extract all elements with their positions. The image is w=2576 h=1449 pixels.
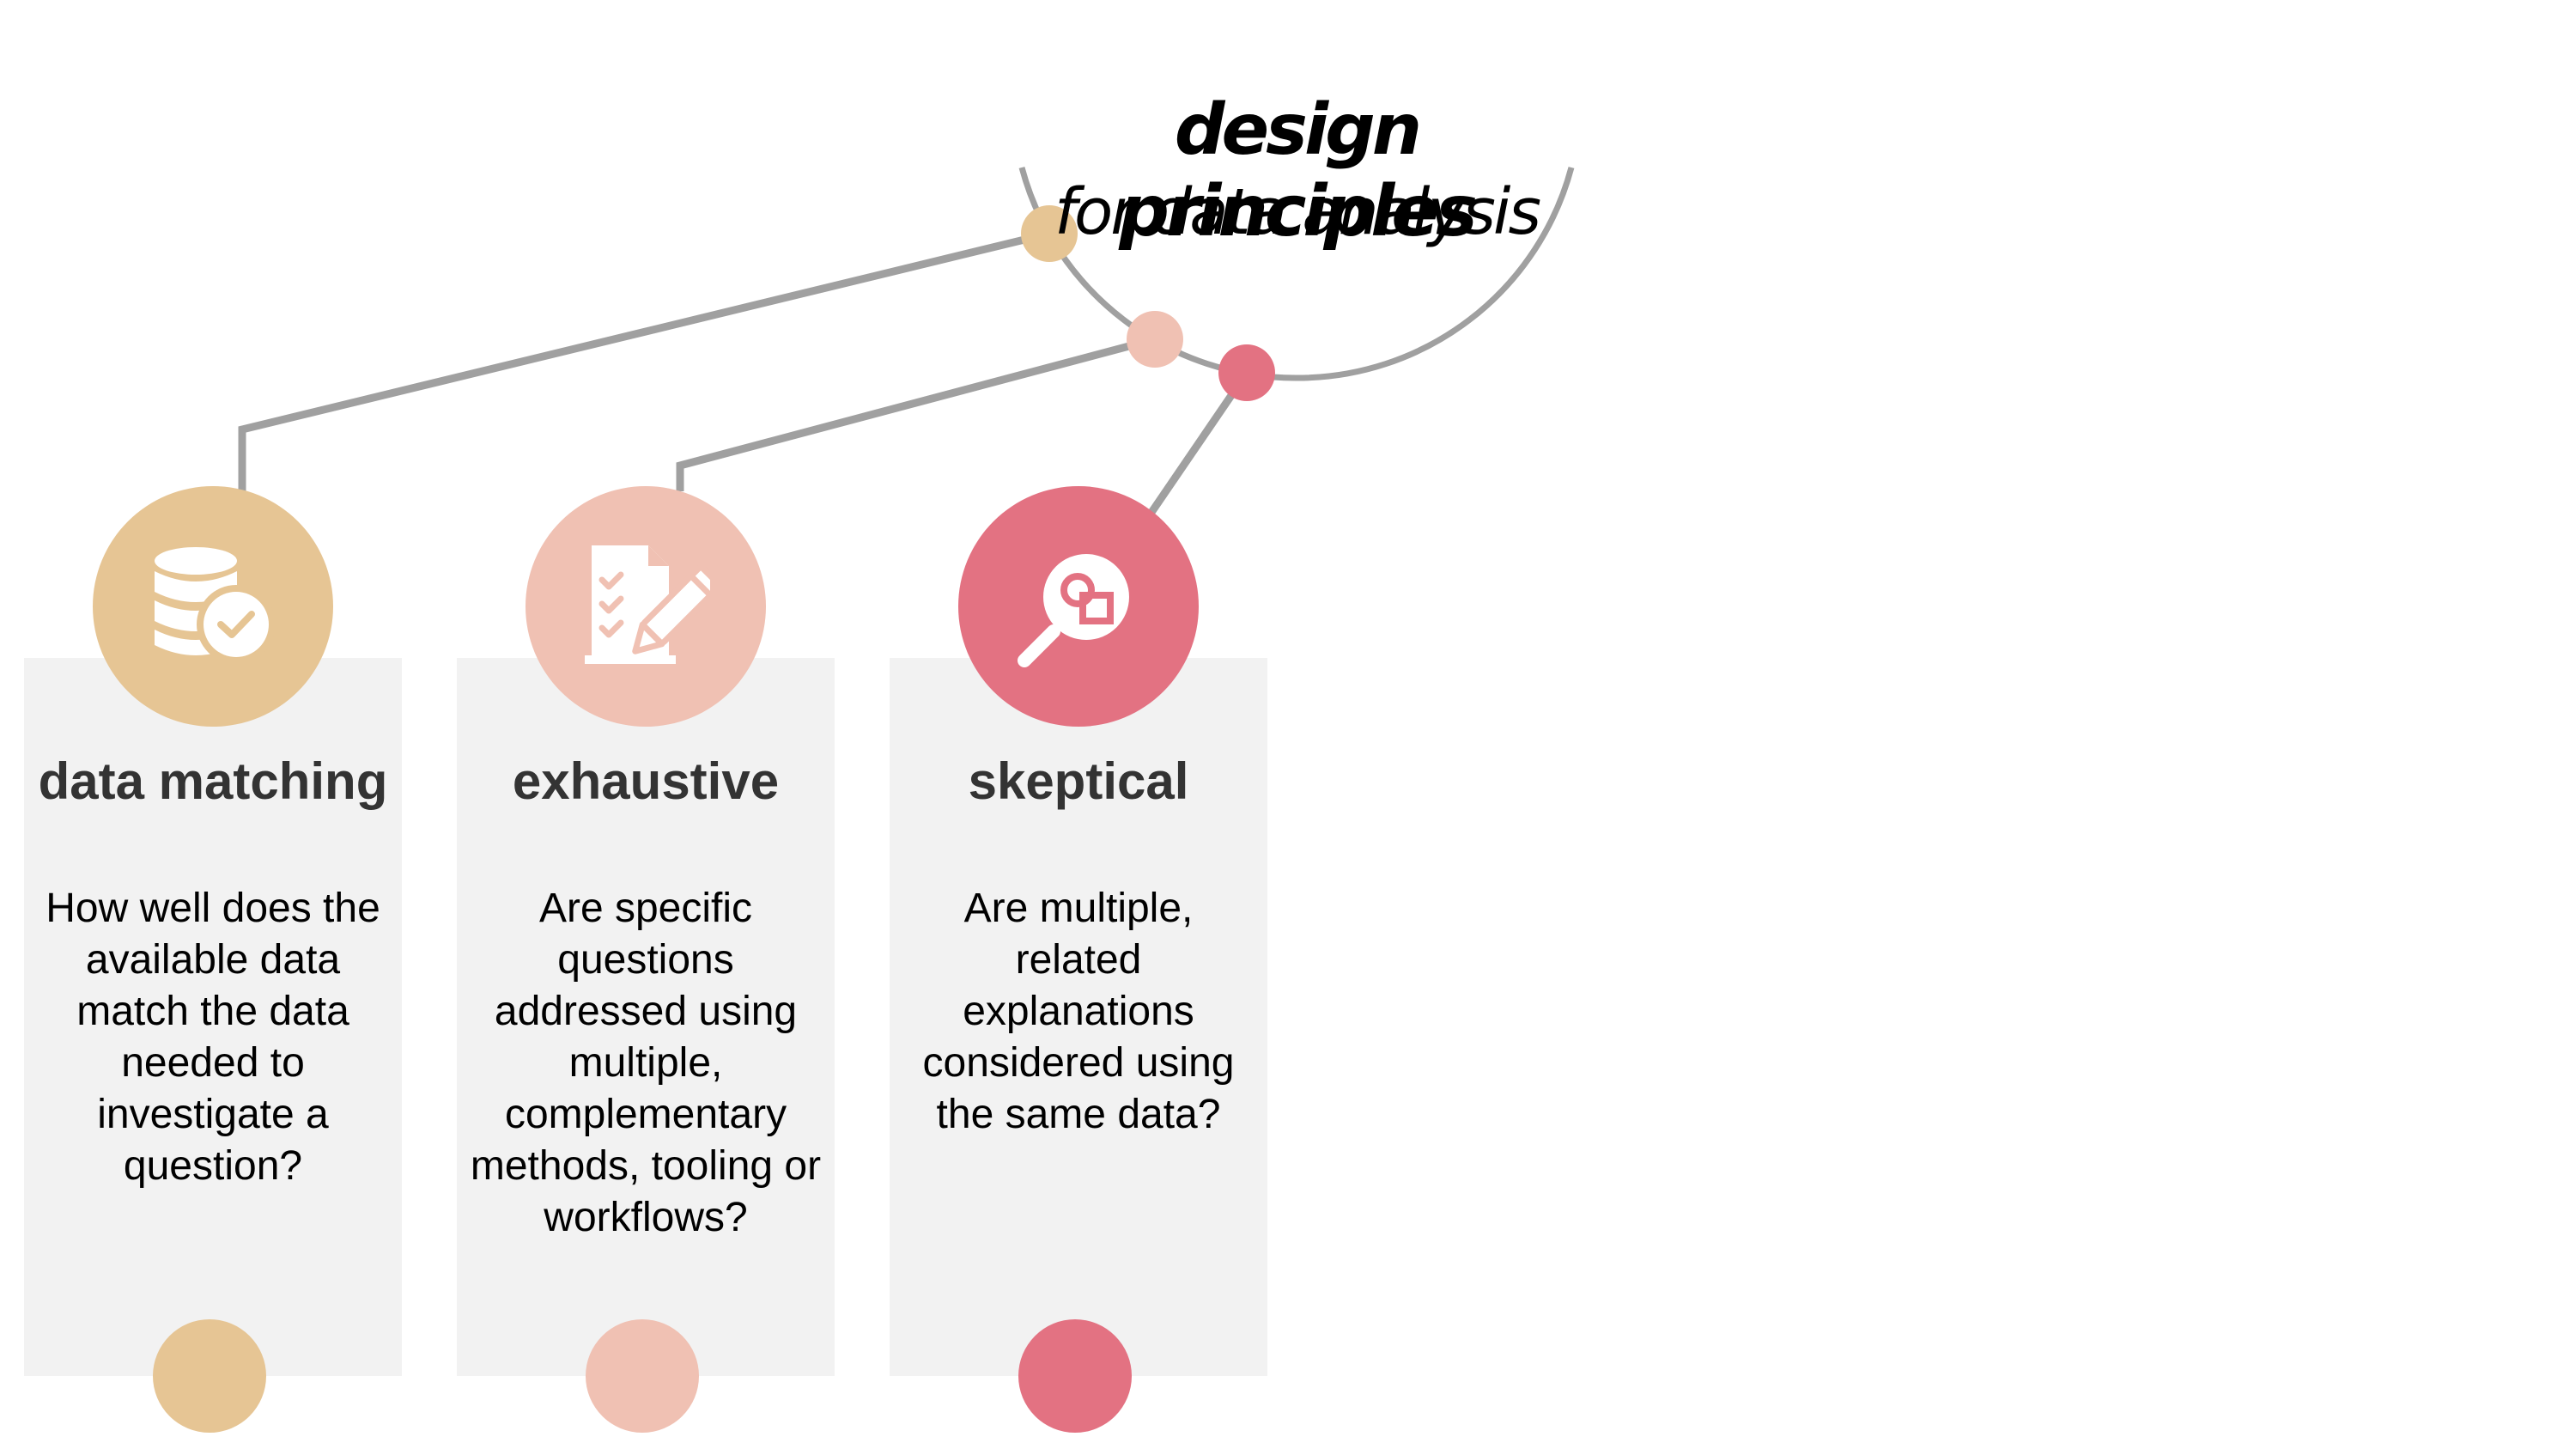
title-arc — [1018, 167, 1575, 381]
magnifier-shapes-icon — [1018, 554, 1129, 667]
card-heading: data matching — [38, 752, 388, 810]
foot-dot-data-matching — [153, 1319, 266, 1433]
badge-data-matching — [93, 486, 333, 727]
card-question: Are specific questions addressed using m… — [470, 886, 822, 1240]
connector-skeptical — [1147, 370, 1250, 516]
card-question: Are multiple, related explanations consi… — [922, 886, 1235, 1137]
diagram-subtitle: for data analysis — [1054, 175, 1541, 249]
connector-data-matching — [238, 229, 1051, 491]
connector-exhaustive — [676, 335, 1157, 491]
badge-skeptical — [958, 486, 1199, 727]
foot-dot-skeptical — [1018, 1319, 1132, 1433]
foot-dot-exhaustive — [586, 1319, 699, 1433]
card-heading: exhaustive — [512, 752, 780, 810]
diagram-title: design principles — [1119, 89, 1478, 253]
node-skeptical — [1218, 344, 1275, 401]
database-check-icon — [155, 547, 276, 664]
card-question: How well does the available data match t… — [46, 886, 380, 1189]
card-skeptical: skeptical Are multiple, related explanat… — [890, 658, 1267, 1376]
card-data-matching: data matching How well does the availabl… — [24, 658, 402, 1376]
card-heading: skeptical — [968, 752, 1189, 810]
node-exhaustive — [1127, 311, 1183, 368]
card-exhaustive: exhaustive Are specific questions addres… — [457, 658, 835, 1376]
node-data-matching — [1021, 205, 1078, 262]
checklist-pencil-icon — [585, 545, 710, 664]
badge-exhaustive — [526, 486, 766, 727]
